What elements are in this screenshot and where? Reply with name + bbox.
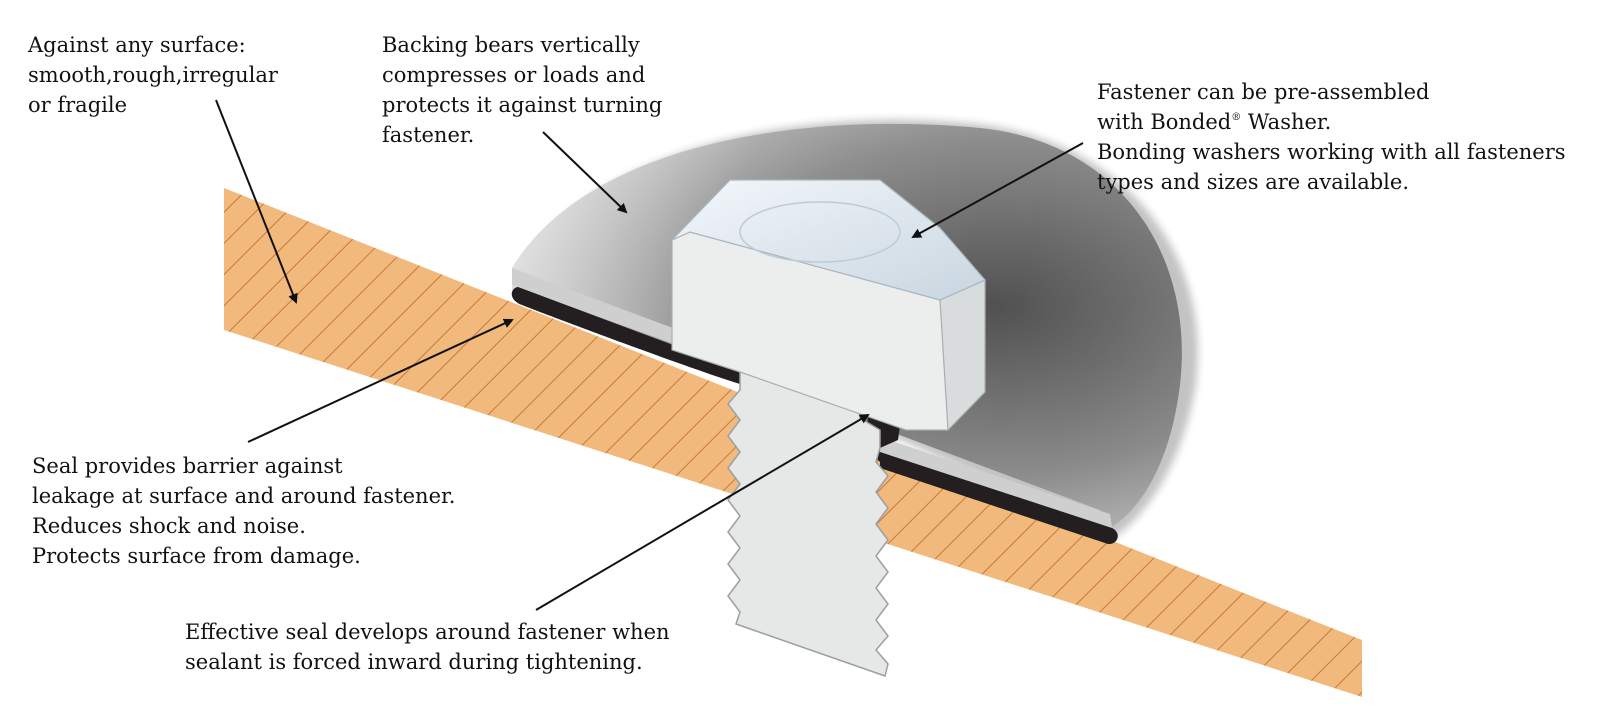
- seal-layer-left: [511, 287, 740, 384]
- label-line: Bonding washers working with all fastene…: [1097, 140, 1566, 164]
- label-line: Seal provides barrier against: [32, 454, 343, 478]
- washer-rim-right: [880, 437, 1112, 528]
- arrow-effective: [535, 413, 870, 611]
- label-line: protects it against turning: [382, 93, 663, 117]
- bolt-head-top-recess: [739, 201, 901, 263]
- label-line: or fragile: [28, 93, 127, 117]
- label-fastener-preassembled: Fastener can be pre-assembled with Bonde…: [1097, 77, 1566, 197]
- registered-mark: ®: [1231, 112, 1242, 123]
- arrow-fastener: [911, 142, 1084, 238]
- label-line: fastener.: [382, 123, 475, 147]
- label-line: Backing bears vertically: [382, 33, 640, 57]
- arrow-seal: [247, 318, 514, 443]
- arrow-backing: [542, 131, 628, 214]
- label-line: leakage at surface and around fastener.: [32, 484, 456, 508]
- label-seal-barrier: Seal provides barrier against leakage at…: [32, 451, 455, 571]
- label-line: Against any surface:: [28, 33, 246, 57]
- label-line: compresses or loads and: [382, 63, 646, 87]
- label-line: types and sizes are available.: [1097, 170, 1410, 194]
- arrow-surface: [215, 99, 298, 304]
- label-backing-bears: Backing bears vertically compresses or l…: [382, 30, 662, 150]
- seal-layer-right: [880, 452, 1118, 545]
- label-any-surface: Against any surface: smooth,rough,irregu…: [28, 30, 278, 120]
- label-text: Washer.: [1241, 110, 1332, 134]
- label-line: with Bonded® Washer.: [1097, 107, 1566, 137]
- label-effective-seal: Effective seal develops around fastener …: [185, 617, 670, 677]
- bolt-head-top: [671, 179, 986, 301]
- label-line: Protects surface from damage.: [32, 544, 361, 568]
- label-line: smooth,rough,irregular: [28, 63, 278, 87]
- label-text: with Bonded: [1097, 110, 1232, 134]
- label-line: Reduces shock and noise.: [32, 514, 306, 538]
- label-line: Fastener can be pre-assembled: [1097, 80, 1430, 104]
- label-line: Effective seal develops around fastener …: [185, 620, 670, 644]
- label-line: sealant is forced inward during tighteni…: [185, 650, 643, 674]
